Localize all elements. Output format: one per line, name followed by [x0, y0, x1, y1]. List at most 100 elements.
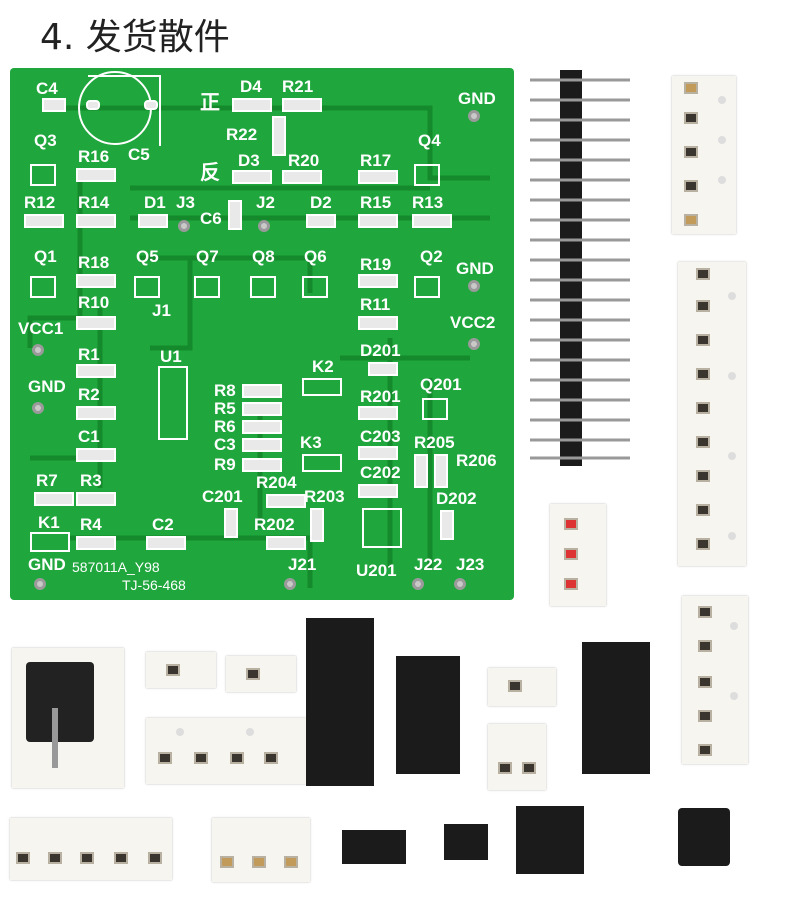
label-j21: J21	[288, 555, 317, 574]
label-q8: Q8	[252, 247, 275, 266]
pad-r11	[358, 316, 398, 330]
pad-r22	[272, 116, 286, 156]
pcb-board: C4 C5 D4 R21 正 R22 D3 R20 反 GND Q3 R16 R…	[10, 68, 514, 600]
label-zheng: 正	[200, 90, 220, 114]
label-r13: R13	[412, 193, 444, 212]
pad-d201	[368, 362, 398, 376]
label-j23: J23	[456, 555, 485, 574]
label-j1: J1	[152, 301, 171, 320]
label-r12: R12	[24, 193, 56, 212]
pad-c2	[146, 536, 186, 550]
pad-c201	[224, 508, 238, 538]
label-q5: Q5	[136, 247, 159, 266]
label-c5: C5	[128, 145, 150, 164]
hole-gnd-bottom	[34, 578, 46, 590]
label-r4: R4	[80, 515, 102, 534]
smd-tape-4	[146, 718, 306, 784]
pad-c202	[358, 484, 398, 498]
pad-u1	[158, 366, 188, 440]
smd-tape-2	[678, 262, 746, 566]
pin-header	[530, 70, 630, 466]
label-r11: R11	[360, 295, 391, 314]
label-r10: R10	[78, 293, 110, 312]
hole-vcc1	[32, 344, 44, 356]
pad-r204	[266, 494, 306, 508]
pad-r4	[76, 536, 116, 550]
label-c201: C201	[202, 487, 243, 506]
label-r17: R17	[360, 151, 392, 170]
label-d4: D4	[240, 77, 262, 96]
label-gnd-bottom: GND	[28, 555, 66, 574]
label-q6: Q6	[304, 247, 327, 266]
pad-q5	[134, 276, 160, 298]
pad-q2	[414, 276, 440, 298]
pad-q4	[414, 164, 440, 186]
label-r1: R1	[78, 345, 100, 364]
pad-r17	[358, 170, 398, 184]
pad-r206	[434, 454, 448, 488]
smd-tape-3	[682, 596, 748, 764]
label-d202: D202	[436, 489, 477, 508]
label-r3: R3	[80, 471, 102, 490]
label-r205: R205	[414, 433, 455, 452]
hole-gnd-left	[32, 402, 44, 414]
label-c203: C203	[360, 427, 401, 446]
label-r9: R9	[214, 455, 236, 474]
label-c202: C202	[360, 463, 401, 482]
pad-r15	[358, 214, 398, 228]
pad-q1	[30, 276, 56, 298]
label-c6: C6	[200, 209, 222, 228]
label-r20: R20	[288, 151, 320, 170]
pad-buzzer-a	[86, 100, 100, 110]
pad-k3	[302, 454, 342, 472]
pad-r20	[282, 170, 322, 184]
label-board-id: TJ-56-468	[122, 577, 186, 593]
label-q7: Q7	[196, 247, 219, 266]
pad-d1	[138, 214, 168, 228]
label-c3: C3	[214, 435, 236, 454]
pad-r8	[242, 384, 282, 398]
label-d2: D2	[310, 193, 332, 212]
pad-r201	[358, 406, 398, 420]
label-q3: Q3	[34, 131, 57, 150]
label-j2: J2	[256, 193, 275, 212]
label-vcc2: VCC2	[450, 313, 496, 332]
label-gnd-left: GND	[28, 377, 66, 396]
label-k2: K2	[312, 357, 334, 376]
label-gnd-top: GND	[458, 89, 496, 108]
label-fan: 反	[200, 160, 220, 184]
pad-r12	[24, 214, 64, 228]
pad-r1	[76, 364, 116, 378]
label-d3: D3	[238, 151, 260, 170]
pad-r9	[242, 458, 282, 472]
pad-r6	[242, 420, 282, 434]
pad-r18	[76, 274, 116, 288]
smd-single-2	[226, 656, 296, 692]
pad-c203	[358, 446, 398, 460]
label-u201: U201	[356, 561, 397, 580]
diode-strip	[342, 830, 406, 864]
label-c4: C4	[36, 79, 58, 98]
hole-vcc2	[468, 338, 480, 350]
label-c1: C1	[78, 427, 100, 446]
label-gnd-right: GND	[456, 259, 494, 278]
pad-buzzer-b	[144, 100, 158, 110]
smd-pair	[488, 724, 546, 790]
hole-gnd-right	[468, 280, 480, 292]
label-r21: R21	[282, 77, 314, 96]
transistor-strip-1	[306, 618, 374, 786]
pad-r14	[76, 214, 116, 228]
ic-soic	[444, 824, 488, 860]
smd-single-3	[488, 668, 556, 706]
pad-r3	[76, 492, 116, 506]
label-r203: R203	[304, 487, 345, 506]
label-r2: R2	[78, 385, 100, 404]
pad-r205	[414, 454, 428, 488]
hole-j23	[454, 578, 466, 590]
led-tape	[550, 504, 606, 606]
transistor-strip-2	[582, 642, 650, 774]
pad-q201	[422, 398, 448, 420]
pad-r21	[282, 98, 322, 112]
pad-r202	[266, 536, 306, 550]
label-r204: R204	[256, 473, 297, 492]
